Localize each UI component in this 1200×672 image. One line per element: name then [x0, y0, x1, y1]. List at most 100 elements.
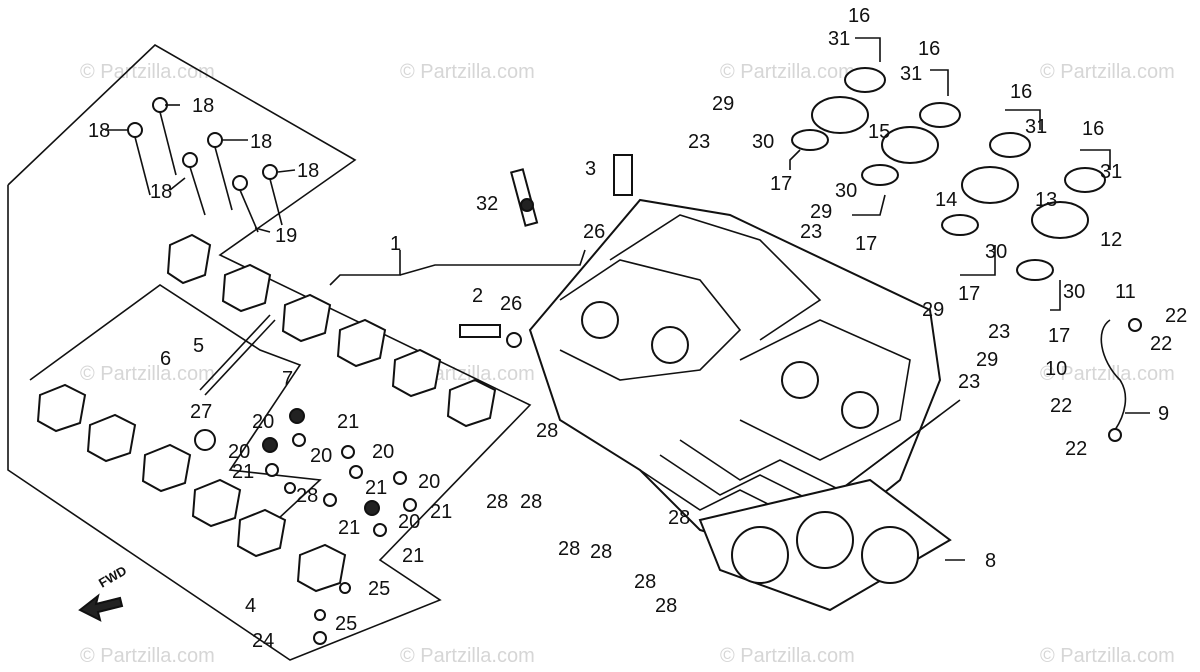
callout-17: 17: [770, 173, 792, 195]
watermark: © Partzilla.com: [80, 645, 215, 667]
callout-26: 26: [500, 293, 522, 315]
watermark: © Partzilla.com: [720, 645, 855, 667]
callout-3: 3: [585, 158, 596, 180]
callout-16: 16: [848, 5, 870, 27]
callout-30: 30: [1063, 281, 1085, 303]
callout-23: 23: [988, 321, 1010, 343]
head-bolts: [127, 97, 283, 233]
callout-20: 20: [372, 441, 394, 463]
callout-29: 29: [976, 349, 998, 371]
callout-32: 32: [476, 193, 498, 215]
callout-22: 22: [1050, 395, 1072, 417]
fwd-arrow-indicator: FWD: [78, 563, 129, 622]
watermark: © Partzilla.com: [80, 61, 215, 83]
callout-30: 30: [835, 180, 857, 202]
part-3-plug-cap: [613, 154, 633, 196]
callout-13: 13: [1035, 189, 1057, 211]
oil-pipe: [1100, 318, 1142, 442]
watermark: © Partzilla.com: [1040, 363, 1175, 385]
watermark: © Partzilla.com: [1040, 61, 1175, 83]
callout-28: 28: [655, 595, 677, 617]
callout-29: 29: [712, 93, 734, 115]
watermark: © Partzilla.com: [400, 645, 535, 667]
callout-30: 30: [985, 241, 1007, 263]
callout-24: 24: [252, 630, 274, 652]
callout-26: 26: [583, 221, 605, 243]
callout-18: 18: [297, 160, 319, 182]
callout-21: 21: [232, 461, 254, 483]
callout-18: 18: [88, 120, 110, 142]
callout-4: 4: [245, 595, 256, 617]
bolt-18: [127, 122, 151, 196]
callout-28: 28: [634, 571, 656, 593]
callout-31: 31: [828, 28, 850, 50]
callout-30: 30: [752, 131, 774, 153]
shims-and-buckets: [262, 408, 417, 645]
callout-29: 29: [922, 299, 944, 321]
callout-11: 11: [1115, 281, 1136, 303]
callout-16: 16: [1010, 81, 1032, 103]
bolt-18: [182, 152, 206, 216]
callout-21: 21: [365, 477, 387, 499]
callout-5: 5: [193, 335, 204, 357]
callout-7: 7: [282, 368, 293, 390]
bolt-18: [207, 132, 233, 211]
callout-31: 31: [1025, 116, 1047, 138]
head-gasket: [698, 478, 952, 612]
watermark: © Partzilla.com: [80, 363, 215, 385]
callout-31: 31: [900, 63, 922, 85]
callout-9: 9: [1158, 403, 1169, 425]
callout-22: 22: [1065, 438, 1087, 460]
callout-20: 20: [228, 441, 250, 463]
callout-labels: 1 2 3 4 5 6 7 8 9 10 11 12 13 14 15 16 1…: [88, 5, 1187, 652]
callout-20: 20: [310, 445, 332, 467]
callout-16: 16: [1082, 118, 1104, 140]
callout-23: 23: [688, 131, 710, 153]
callout-22: 22: [1150, 333, 1172, 355]
callout-18: 18: [150, 181, 172, 203]
callout-1: 1: [390, 233, 401, 255]
callout-28: 28: [668, 507, 690, 529]
callout-28: 28: [558, 538, 580, 560]
bolt-19: [232, 175, 259, 233]
bolt-18: [152, 97, 177, 176]
callout-23: 23: [800, 221, 822, 243]
intake-holders: [791, 67, 1106, 281]
callout-18: 18: [192, 95, 214, 117]
callout-28: 28: [486, 491, 508, 513]
watermark: © Partzilla.com: [400, 61, 535, 83]
callout-14: 14: [935, 189, 957, 211]
callout-19: 19: [275, 225, 297, 247]
callout-17: 17: [958, 283, 980, 305]
callout-21: 21: [402, 545, 424, 567]
callout-29: 29: [810, 201, 832, 223]
callout-27: 27: [190, 401, 212, 423]
callout-21: 21: [338, 517, 360, 539]
callout-28: 28: [590, 541, 612, 563]
callout-20: 20: [398, 511, 420, 533]
callout-28: 28: [520, 491, 542, 513]
watermark-group: © Partzilla.com © Partzilla.com © Partzi…: [80, 61, 1175, 667]
cam-holders: [36, 233, 497, 593]
spark-plug: [509, 168, 539, 227]
watermark: © Partzilla.com: [720, 61, 855, 83]
bolt-18: [262, 164, 283, 226]
callout-6: 6: [160, 348, 171, 370]
callout-20: 20: [252, 411, 274, 433]
watermark: © Partzilla.com: [1040, 645, 1175, 667]
callout-21: 21: [337, 411, 359, 433]
callout-21: 21: [430, 501, 452, 523]
callout-10: 10: [1045, 358, 1067, 380]
leader-lines: [105, 37, 1150, 561]
callout-17: 17: [1048, 325, 1070, 347]
part-2-fitting: [459, 324, 522, 348]
callout-15: 15: [868, 121, 890, 143]
callout-23: 23: [958, 371, 980, 393]
callout-25: 25: [335, 613, 357, 635]
callout-8: 8: [985, 550, 996, 572]
cylinder-head: [528, 198, 961, 562]
callout-25: 25: [368, 578, 390, 600]
callout-20: 20: [418, 471, 440, 493]
callout-12: 12: [1100, 229, 1122, 251]
